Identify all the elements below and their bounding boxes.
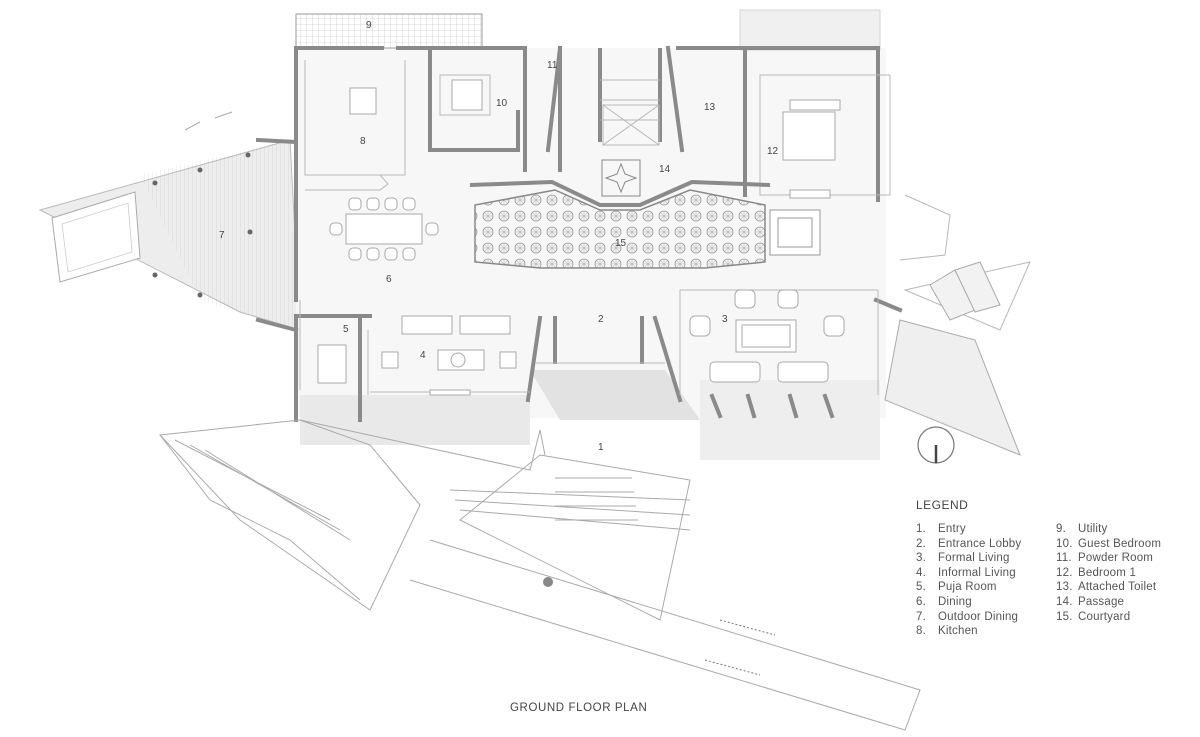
legend-num: 7. [916,610,926,623]
legend-num: 2. [916,537,926,550]
legend-item: 13. Attached Toilet [1056,580,1196,595]
legend-name: Attached Toilet [1078,581,1157,594]
legend-num: 15. [1056,610,1073,623]
room-label-1: 1 [598,442,604,453]
legend-item: 14. Passage [1056,595,1196,610]
north-arrow-icon [917,426,955,464]
legend-item: 1. Entry [916,522,1056,537]
room-label-10: 10 [496,98,508,109]
room-label-15: 15 [615,238,627,249]
legend-name: Dining [938,595,972,608]
legend-num: 10. [1056,537,1073,550]
legend-column-1: 1. Entry 2. Entrance Lobby 3. Formal Living… [916,522,1056,639]
legend-name: Utility [1078,523,1108,535]
room-number-labels: 1 2 3 4 5 6 7 8 9 10 11 12 13 14 15 [219,20,779,453]
legend-num: 14. [1056,595,1073,608]
legend-name: Guest Bedroom [1078,537,1162,550]
entry-steps [158,419,921,731]
legend-name: Outdoor Dining [938,610,1019,623]
legend-num: 8. [916,625,926,638]
legend-num: 9. [1056,523,1066,535]
room-label-14: 14 [659,164,671,175]
legend-item: 7. Outdoor Dining [916,610,1056,625]
legend-num: 6. [916,595,926,608]
legend-title: LEGEND [916,498,969,512]
legend-name: Passage [1078,595,1125,608]
legend-item: 2. Entrance Lobby [916,537,1056,552]
legend-num: 4. [916,566,926,579]
room-label-7: 7 [219,230,225,241]
legend-name: Puja Room [938,581,997,594]
legend-item: 8. Kitchen [916,624,1056,639]
legend-num: 12. [1056,566,1073,579]
legend-num: 13. [1056,581,1073,594]
legend-name: Entrance Lobby [938,537,1022,550]
legend-item: 10. Guest Bedroom [1056,537,1196,552]
room-label-4: 4 [420,350,426,361]
legend-item: 12. Bedroom 1 [1056,566,1196,581]
legend-item: 4. Informal Living [916,566,1056,581]
legend: LEGEND 1. Entry 2. Entrance Lobby 3. Formal… [916,498,1196,639]
legend-name: Informal Living [938,566,1016,579]
legend-num: 11. [1056,552,1072,565]
room-label-13: 13 [704,102,716,113]
legend-name: Entry [938,523,966,535]
side-steps [884,261,1021,456]
room-label-9: 9 [366,20,372,31]
room-label-11: 11 [547,60,558,71]
legend-item: 9. Utility [1056,522,1196,537]
room-label-5: 5 [343,324,349,335]
legend-item: 3. Formal Living [916,551,1056,566]
formal-living-furniture [689,289,845,383]
room-label-12: 12 [767,146,779,157]
legend-item: 11. Powder Room [1056,551,1196,566]
room-label-8: 8 [360,136,366,147]
legend-num: 5. [916,581,926,594]
legend-name: Courtyard [1078,610,1131,623]
legend-num: 1. [916,523,926,535]
plan-caption: GROUND FLOOR PLAN [510,702,648,714]
room-label-3: 3 [722,314,728,325]
legend-name: Powder Room [1078,552,1154,565]
legend-name: Bedroom 1 [1078,566,1137,579]
legend-num: 3. [916,552,926,565]
dining-table [329,197,439,261]
legend-name: Kitchen [938,625,978,638]
legend-item: 15. Courtyard [1056,610,1196,625]
legend-column-2: 9. Utility 10. Guest Bedroom 11. Powder Roo… [1056,522,1196,639]
legend-name: Formal Living [938,552,1010,565]
room-label-2: 2 [598,314,604,325]
room-label-6: 6 [386,274,392,285]
passage-motif [601,159,641,197]
informal-living-furniture [317,315,517,396]
bedroom-furniture [349,79,841,199]
courtyard [469,179,821,269]
legend-item: 5. Puja Room [916,580,1056,595]
walls [255,45,903,422]
legend-item: 6. Dining [916,595,1056,610]
outdoor-dining-area [38,111,301,331]
